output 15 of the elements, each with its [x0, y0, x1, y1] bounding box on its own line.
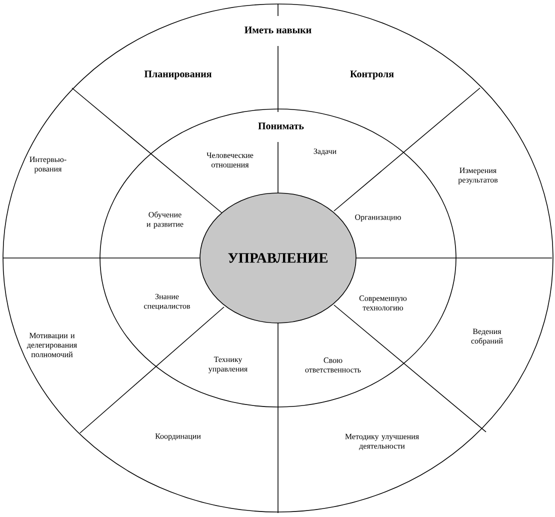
sector-label: Планирования	[144, 70, 212, 80]
sector-label: Контроля	[350, 70, 394, 80]
sector-label: Задачи	[314, 148, 336, 156]
sector-label: Свою ответственность	[305, 358, 361, 372]
sector-label: Человеческие отношения	[206, 152, 254, 168]
sector-label: Методику улучшения деятельности	[345, 434, 419, 450]
sector-label: Интервью-рования	[30, 156, 66, 174]
sector-label: Знание специалистов	[144, 294, 190, 310]
sector-label: Мотивации и делегирования полномочий	[26, 332, 77, 358]
sector-label: Ведения собраний	[471, 328, 503, 346]
sector-label: Координации	[155, 434, 201, 440]
sector-label: Организацию	[355, 214, 401, 222]
sector-label: Обучение и развитие	[146, 212, 184, 228]
sector-label: Технику управления	[208, 356, 248, 374]
sector-label: Измерения результатов	[458, 168, 498, 184]
